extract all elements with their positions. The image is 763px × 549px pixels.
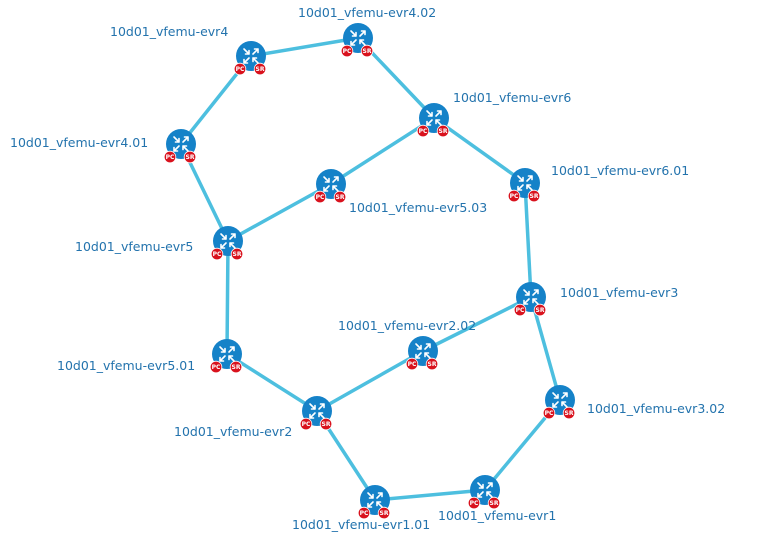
badge-sr-icon: SR <box>230 247 244 261</box>
badge-label: SR <box>490 500 499 507</box>
link-evr5_01-evr2[interactable] <box>225 352 319 413</box>
badge-pc-icon: PC <box>299 417 313 431</box>
node-label: 10d01_vfemu-evr5 <box>75 239 193 254</box>
router-node-evr4_02[interactable]: PC SR 10d01_vfemu-evr4.02 <box>298 5 436 58</box>
badge-pc-icon: PC <box>467 496 481 510</box>
badge-label: SR <box>233 251 242 258</box>
link-evr4-evr4_02[interactable] <box>249 36 360 58</box>
badge-sr-icon: SR <box>253 62 267 76</box>
badge-sr-icon: SR <box>333 190 347 204</box>
link-evr6-evr5_03[interactable] <box>329 116 436 186</box>
badge-label: PC <box>166 154 175 161</box>
badge-label: SR <box>565 410 574 417</box>
badge-pc-icon: PC <box>210 247 224 261</box>
link-evr5_03-evr5[interactable] <box>226 182 333 243</box>
badge-label: PC <box>470 500 479 507</box>
badge-sr-icon: SR <box>436 124 450 138</box>
badge-label: SR <box>428 361 437 368</box>
node-label: 10d01_vfemu-evr1.01 <box>292 517 430 532</box>
link-evr1_01-evr1[interactable] <box>373 488 487 502</box>
badge-sr-icon: SR <box>360 44 374 58</box>
badge-label: SR <box>380 510 389 517</box>
badge-label: PC <box>419 128 428 135</box>
badge-pc-icon: PC <box>507 189 521 203</box>
badge-sr-icon: SR <box>527 189 541 203</box>
badge-sr-icon: SR <box>183 150 197 164</box>
badge-label: SR <box>186 154 195 161</box>
badge-label: SR <box>439 128 448 135</box>
node-label: 10d01_vfemu-evr4 <box>110 24 228 39</box>
badge-label: SR <box>232 364 241 371</box>
badge-pc-icon: PC <box>416 124 430 138</box>
badge-pc-icon: PC <box>163 150 177 164</box>
badge-pc-icon: PC <box>357 506 371 520</box>
link-evr5-evr5_01[interactable] <box>225 239 230 356</box>
node-label: 10d01_vfemu-evr2.02 <box>338 318 476 333</box>
badge-pc-icon: PC <box>313 190 327 204</box>
badge-label: PC <box>516 307 525 314</box>
badge-label: SR <box>322 421 331 428</box>
router-node-evr5[interactable]: PC SR 10d01_vfemu-evr5 <box>75 226 244 261</box>
badge-label: PC <box>408 361 417 368</box>
badge-sr-icon: SR <box>377 506 391 520</box>
link-evr3-evr2_02[interactable] <box>421 295 533 353</box>
badge-label: SR <box>256 66 265 73</box>
link-evr2_02-evr2[interactable] <box>315 349 425 413</box>
badge-sr-icon: SR <box>319 417 333 431</box>
node-label: 10d01_vfemu-evr6 <box>453 90 571 105</box>
badge-pc-icon: PC <box>542 406 556 420</box>
node-label: 10d01_vfemu-evr2 <box>174 424 292 439</box>
node-label: 10d01_vfemu-evr4.01 <box>10 135 148 150</box>
node-label: 10d01_vfemu-evr3 <box>560 285 678 300</box>
node-label: 10d01_vfemu-evr5.01 <box>57 358 195 373</box>
router-node-evr2[interactable]: PC SR 10d01_vfemu-evr2 <box>174 396 333 439</box>
router-node-evr5_01[interactable]: PC SR 10d01_vfemu-evr5.01 <box>57 339 243 374</box>
node-label: 10d01_vfemu-evr1 <box>438 508 556 523</box>
badge-label: PC <box>545 410 554 417</box>
badge-label: PC <box>360 510 369 517</box>
router-node-evr6[interactable]: PC SR 10d01_vfemu-evr6 <box>416 90 571 138</box>
badge-pc-icon: PC <box>209 360 223 374</box>
badge-label: PC <box>510 193 519 200</box>
link-evr6_01-evr3[interactable] <box>523 181 533 299</box>
router-node-evr4_01[interactable]: PC SR 10d01_vfemu-evr4.01 <box>10 129 197 164</box>
badge-sr-icon: SR <box>425 357 439 371</box>
badge-pc-icon: PC <box>340 44 354 58</box>
router-node-evr4[interactable]: PC SR 10d01_vfemu-evr4 <box>110 24 267 76</box>
link-evr6-evr6_01[interactable] <box>432 116 527 185</box>
badge-label: SR <box>336 194 345 201</box>
router-node-evr6_01[interactable]: PC SR 10d01_vfemu-evr6.01 <box>507 163 689 203</box>
badge-sr-icon: SR <box>229 360 243 374</box>
badge-label: PC <box>213 251 222 258</box>
badge-label: SR <box>530 193 539 200</box>
badge-pc-icon: PC <box>405 357 419 371</box>
router-node-evr3[interactable]: PC SR 10d01_vfemu-evr3 <box>513 282 678 317</box>
badge-sr-icon: SR <box>533 303 547 317</box>
router-node-evr2_02[interactable]: PC SR 10d01_vfemu-evr2.02 <box>338 318 476 371</box>
router-node-evr5_03[interactable]: PC SR 10d01_vfemu-evr5.03 <box>313 169 487 215</box>
badge-sr-icon: SR <box>562 406 576 420</box>
badge-label: SR <box>536 307 545 314</box>
router-node-evr3_02[interactable]: PC SR 10d01_vfemu-evr3.02 <box>542 385 725 420</box>
badge-label: PC <box>236 66 245 73</box>
node-label: 10d01_vfemu-evr6.01 <box>551 163 689 178</box>
badge-label: PC <box>343 48 352 55</box>
badge-pc-icon: PC <box>513 303 527 317</box>
node-label: 10d01_vfemu-evr3.02 <box>587 401 725 416</box>
badge-sr-icon: SR <box>487 496 501 510</box>
badge-label: PC <box>212 364 221 371</box>
node-label: 10d01_vfemu-evr5.03 <box>349 200 487 215</box>
badge-label: SR <box>363 48 372 55</box>
node-label: 10d01_vfemu-evr4.02 <box>298 5 436 20</box>
badge-label: PC <box>316 194 325 201</box>
badge-pc-icon: PC <box>233 62 247 76</box>
badge-label: PC <box>302 421 311 428</box>
